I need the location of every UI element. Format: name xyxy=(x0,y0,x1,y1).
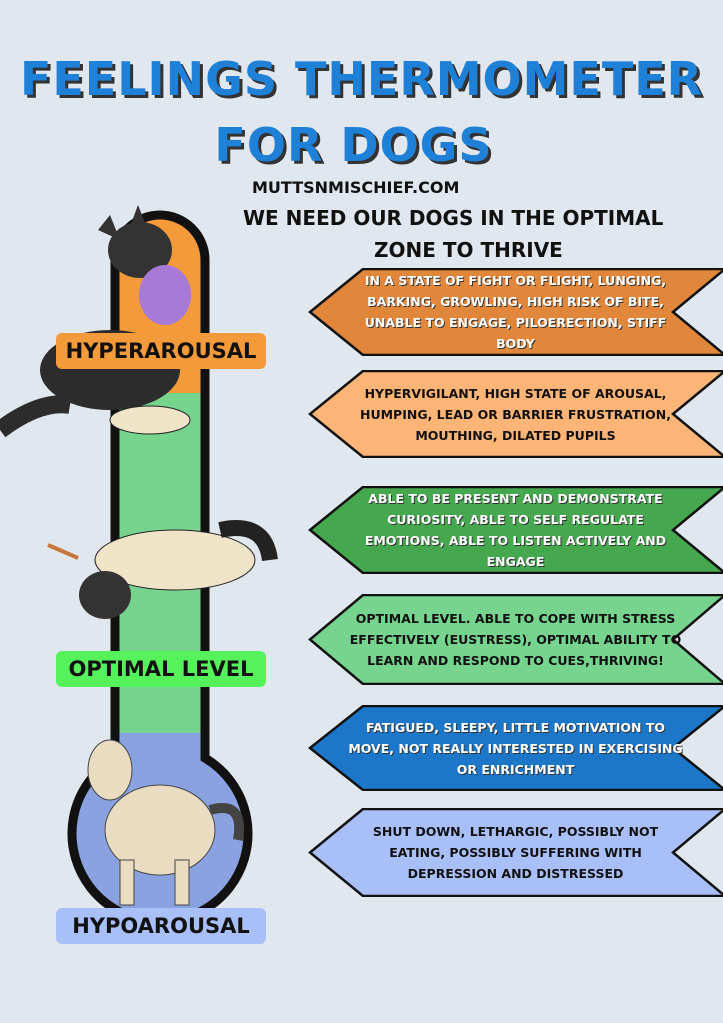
website: MUTTSNMISCHIEF.COM xyxy=(252,178,460,197)
state-banner: Optimal level. Able to cope with stress … xyxy=(308,594,723,685)
dog-bottom-illustration xyxy=(87,739,245,906)
state-banner: Shut down, lethargic, possibly not eatin… xyxy=(308,808,723,897)
subtitle-line-2: ZONE TO THRIVE xyxy=(374,238,563,262)
zone-label-hyperarousal: HYPERAROUSAL xyxy=(56,333,266,369)
thermometer xyxy=(0,205,278,927)
banner-text: Hypervigilant, high state of arousal, hu… xyxy=(360,385,671,443)
dog-middle-illustration xyxy=(47,520,278,619)
banner-text: In a state of fight or flight, lunging, … xyxy=(364,273,667,351)
state-banner: Hypervigilant, high state of arousal, hu… xyxy=(308,370,723,458)
state-banner: In a state of fight or flight, lunging, … xyxy=(308,268,723,356)
state-banner: Able to be present and demonstrate curio… xyxy=(308,486,723,574)
banner-text: Shut down, lethargic, possibly not eatin… xyxy=(372,824,659,881)
banner-text: Able to be present and demonstrate curio… xyxy=(364,491,667,569)
banner-text: Optimal level. Able to cope with stress … xyxy=(349,611,682,668)
zone-label-optimal: OPTIMAL LEVEL xyxy=(56,651,266,687)
title-line-1: FEELINGS THERMOMETER xyxy=(19,52,704,106)
title-line-2: FOR DOGS xyxy=(214,118,493,172)
banner-text: Fatigued, sleepy, little motivation to m… xyxy=(348,719,683,777)
state-banner: Fatigued, sleepy, little motivation to m… xyxy=(308,705,723,791)
subtitle-line-1: WE NEED OUR DOGS IN THE OPTIMAL xyxy=(243,206,664,230)
zone-label-hypoarousal: HYPOAROUSAL xyxy=(56,908,266,944)
